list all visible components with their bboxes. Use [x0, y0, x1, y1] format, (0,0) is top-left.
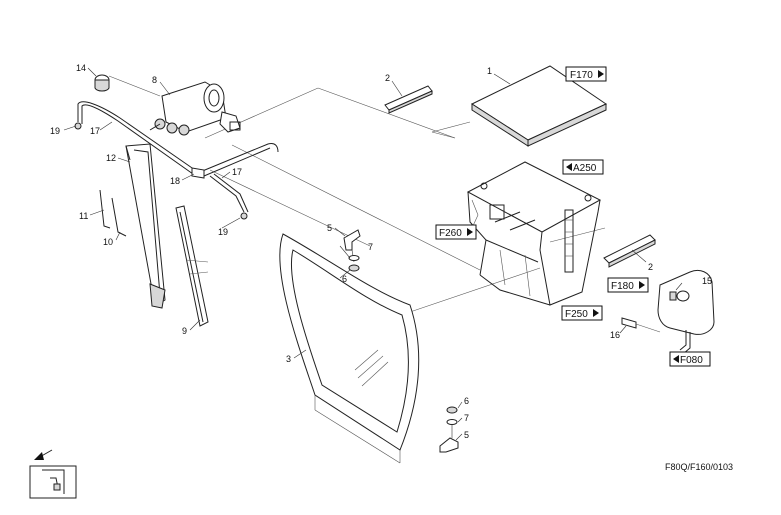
callout-17-left: 17: [90, 126, 100, 136]
ref-a250[interactable]: A250: [562, 159, 604, 175]
callout-3: 3: [286, 354, 291, 364]
ref-f250-label: F250: [565, 309, 588, 320]
view-orientation-icon: [29, 449, 77, 499]
callout-9: 9: [182, 326, 187, 336]
callout-15: 15: [702, 276, 712, 286]
callout-17-right: 17: [232, 167, 242, 177]
drawing-code: F80Q/F160/0103: [665, 462, 733, 472]
arm-cover-parts: [99, 189, 127, 237]
ref-a250-label: A250: [573, 163, 597, 174]
ref-f080-label: F080: [680, 355, 703, 366]
trim-strip-upper: [384, 85, 433, 114]
ref-f260-label: F260: [439, 228, 462, 239]
callout-2-lower: 2: [648, 262, 653, 272]
wiper-blade-part: [175, 205, 209, 327]
ref-a250-arrow-icon: [566, 163, 572, 171]
leader-lines: [63, 67, 683, 441]
ref-f250[interactable]: F250: [561, 305, 603, 321]
callout-18: 18: [170, 176, 180, 186]
ref-f180-label: F180: [611, 281, 634, 292]
trim-strip-lower: [603, 234, 656, 268]
cap-part: [94, 74, 161, 97]
callout-7-lower: 7: [464, 413, 469, 423]
ref-f170-label: F170: [570, 70, 593, 81]
callout-6-upper: 6: [342, 274, 347, 284]
washer-nozzle-part: [621, 317, 661, 333]
ref-f180-arrow-icon: [639, 281, 645, 289]
callout-6-lower: 6: [464, 396, 469, 406]
callout-1: 1: [487, 66, 492, 76]
callout-12: 12: [106, 153, 116, 163]
callout-7-upper: 7: [368, 242, 373, 252]
callout-8: 8: [152, 75, 157, 85]
callout-5-lower: 5: [464, 430, 469, 440]
ref-f080-arrow-icon: [673, 355, 679, 363]
ref-f080[interactable]: F080: [669, 351, 711, 367]
callout-2-upper: 2: [385, 73, 390, 83]
callout-19-right: 19: [218, 227, 228, 237]
callout-19-left: 19: [50, 126, 60, 136]
ref-f170-arrow-icon: [598, 70, 604, 78]
callout-5-upper: 5: [327, 223, 332, 233]
ref-f260-arrow-icon: [467, 228, 473, 236]
windscreen-part: [279, 233, 420, 464]
cab-frame-part: [466, 161, 602, 306]
wiper-motor-part: [149, 81, 241, 136]
callout-10: 10: [103, 237, 113, 247]
ref-f260[interactable]: F260: [435, 224, 477, 240]
ref-f170[interactable]: F170: [565, 66, 607, 82]
upper-bracket-hardware: [343, 229, 361, 272]
callout-11: 11: [79, 211, 88, 221]
washer-hoses: [74, 101, 279, 220]
callout-14: 14: [76, 63, 86, 73]
lower-bracket-hardware: [439, 406, 459, 453]
callout-labels: 1 2 2 3 5 5 6 6 7 7 8 9 10 11 12 14 15 1…: [50, 63, 712, 440]
wiper-arm-part: [125, 143, 166, 309]
ref-f250-arrow-icon: [593, 309, 599, 317]
roof-panel-part: [470, 65, 608, 147]
callout-16: 16: [610, 330, 620, 340]
ref-f180[interactable]: F180: [607, 277, 649, 293]
guide-lines: [204, 87, 606, 313]
